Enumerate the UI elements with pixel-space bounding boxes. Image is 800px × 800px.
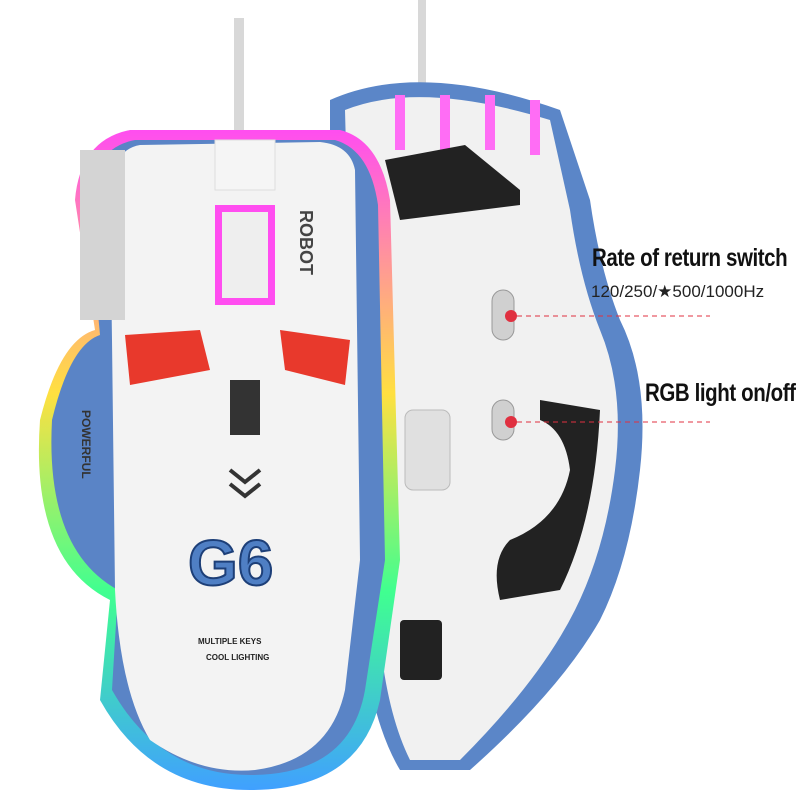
tagline-2: COOL LIGHTING [206,653,269,662]
center-button[interactable] [230,380,260,435]
chevron-down-icon [228,468,262,499]
callout-dot-rate [505,310,517,322]
sensor-window [404,409,451,491]
tagline-1: MULTIPLE KEYS [198,637,262,646]
robot-lettering: ROBOT [296,210,316,275]
callout-dot-rgb [505,416,517,428]
side-buttons[interactable] [80,150,125,320]
left-red-button[interactable] [125,330,210,385]
mouse-foot-bottom [400,620,442,680]
rate-switch-options: 120/250/★500/1000Hz [591,282,765,301]
mouse-bottom-view [330,0,710,770]
model-logo: G6 [188,527,273,599]
bottom-plate [345,97,618,761]
powerful-lettering: POWERFUL [79,410,93,479]
cable [234,18,244,138]
mouse-foot-top [385,145,520,220]
right-red-button[interactable] [280,330,350,385]
dpi-button[interactable] [214,139,276,191]
cable [418,0,426,130]
rate-switch-title: Rate of return switch [592,244,788,272]
top-shell [110,142,360,771]
rgb-vents [395,95,540,155]
mouse-top-view [38,18,401,790]
mouse-foot-right [496,400,600,600]
scroll-wheel[interactable] [222,212,268,298]
rgb-switch-title: RGB light on/off [645,379,796,407]
